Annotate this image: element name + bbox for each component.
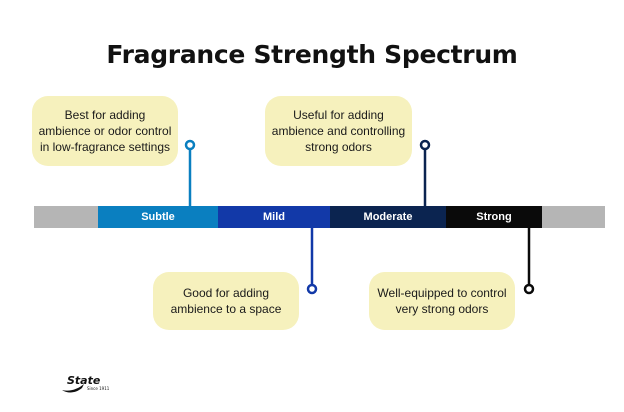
segment-moderate: Moderate <box>330 206 446 228</box>
spectrum-end-cap-left <box>34 206 98 228</box>
state-logo: State Since 1911 <box>62 374 110 393</box>
spectrum-end-cap-right <box>542 206 605 228</box>
callout-mild: Good for adding ambience to a space <box>153 272 299 330</box>
svg-text:State: State <box>67 374 101 387</box>
connector-subtle <box>184 139 196 206</box>
segment-subtle: Subtle <box>98 206 218 228</box>
diagram-title: Fragrance Strength Spectrum <box>106 40 518 69</box>
callout-moderate: Useful for adding ambience and controlli… <box>265 96 412 166</box>
callout-strong: Well-equipped to control very strong odo… <box>369 272 515 330</box>
connector-mild <box>306 228 318 295</box>
svg-text:Since 1911: Since 1911 <box>87 386 110 391</box>
segment-strong: Strong <box>446 206 542 228</box>
connector-moderate <box>419 139 431 206</box>
connector-strong <box>523 228 535 295</box>
callout-subtle: Best for adding ambience or odor control… <box>32 96 178 166</box>
segment-mild: Mild <box>218 206 330 228</box>
